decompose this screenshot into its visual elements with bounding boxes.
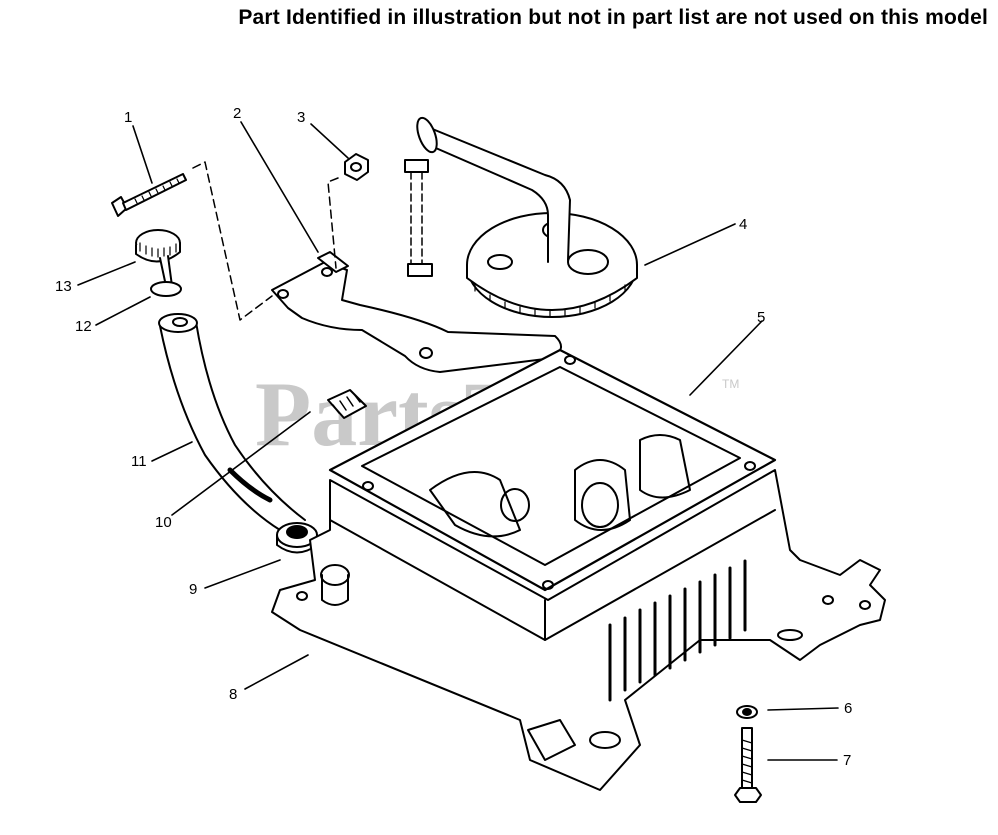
callout-labels: 1 2 3 4 5 6 7 8 9 10 11 12 13 — [55, 105, 852, 769]
part-dipstick-cap — [135, 229, 181, 287]
callout-2: 2 — [233, 105, 241, 122]
callout-8: 8 — [229, 686, 237, 703]
part-nut — [344, 153, 369, 181]
callout-3: 3 — [297, 109, 305, 126]
callout-10: 10 — [155, 514, 172, 531]
part-base — [271, 434, 886, 791]
part-dipstick-tube — [158, 313, 306, 531]
callout-7: 7 — [843, 752, 851, 769]
callout-6: 6 — [844, 700, 852, 717]
leader-lines — [77, 121, 839, 761]
part-screw — [111, 173, 187, 217]
callout-13: 13 — [55, 278, 72, 295]
watermark-tm: TM — [722, 377, 739, 391]
part-breather-bolt — [404, 159, 433, 277]
callout-11: 11 — [131, 453, 147, 470]
part-breather — [416, 116, 638, 318]
callout-9: 9 — [189, 581, 197, 598]
part-washer — [736, 705, 758, 719]
part-o-ring — [150, 281, 182, 297]
header-notice: Part Identified in illustration but not … — [0, 6, 998, 30]
callout-1: 1 — [124, 109, 132, 126]
part-bolt — [734, 727, 762, 803]
callout-12: 12 — [75, 318, 92, 335]
callout-4: 4 — [739, 216, 747, 233]
callout-5: 5 — [757, 309, 765, 326]
part-plug — [327, 389, 367, 419]
header-notice-text: Part Identified in illustration but not … — [238, 6, 988, 29]
part-gasket — [328, 348, 777, 592]
